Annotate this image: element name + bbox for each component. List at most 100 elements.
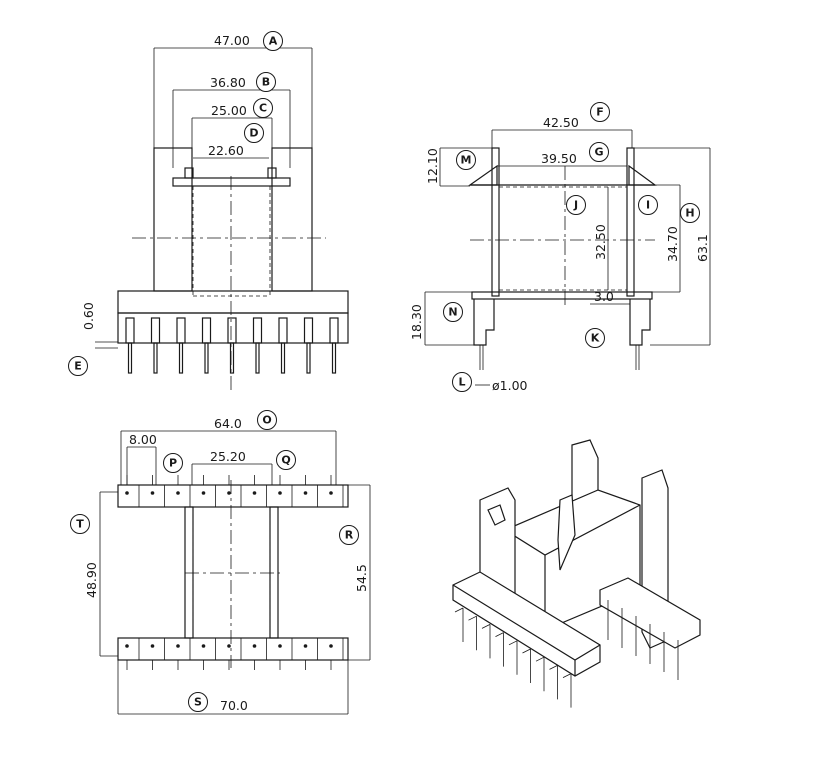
dim-o-value: 64.0 xyxy=(214,416,242,431)
pin-hole xyxy=(176,491,180,495)
dim-t-value: 48.90 xyxy=(84,562,99,598)
callout-circle xyxy=(253,98,273,118)
dim-d-value: 22.60 xyxy=(208,143,244,158)
pin-hole xyxy=(252,644,257,648)
callout-label: A xyxy=(269,35,278,48)
pin-slot xyxy=(303,317,314,344)
callout-label: K xyxy=(591,332,600,345)
dim-a-value: 47.00 xyxy=(214,33,250,48)
bottom-view-pins xyxy=(125,475,344,670)
dim-s-value: 70.0 xyxy=(220,698,248,713)
pin-hole xyxy=(125,491,129,495)
pin-slot xyxy=(201,317,212,344)
pin xyxy=(178,342,184,374)
dim-m-value: 12.10 xyxy=(425,148,440,184)
dim-r-value: 54.5 xyxy=(354,564,369,592)
callout-circle xyxy=(68,356,88,376)
callout-label: N xyxy=(448,306,457,319)
front-view: 47.00 36.80 25.00 22.60 0.60 xyxy=(81,33,349,390)
iso-pin-lead xyxy=(508,640,518,646)
callout-circle xyxy=(452,372,472,392)
callout-circle xyxy=(257,410,277,430)
pin xyxy=(153,342,158,374)
pin xyxy=(306,342,311,374)
iso-pin-lead xyxy=(468,615,477,621)
pin-slot xyxy=(176,317,186,344)
dim-e-value: 0.60 xyxy=(81,302,96,330)
callout-label: R xyxy=(345,529,354,542)
callout-label: I xyxy=(646,199,650,212)
pin xyxy=(204,342,209,374)
iso-pin-lead xyxy=(481,624,491,629)
callout-label: O xyxy=(262,414,271,427)
dim-i-value: 34.70 xyxy=(665,226,680,262)
callout-circle xyxy=(339,525,359,545)
isometric-pins xyxy=(454,600,679,708)
callout-circle xyxy=(585,328,605,348)
callout-label: P xyxy=(169,457,177,470)
pin-hole xyxy=(150,491,155,495)
dim-p-value: 8.00 xyxy=(129,432,157,447)
pin-slot xyxy=(227,317,237,344)
iso-pin-lead xyxy=(522,648,531,654)
pin xyxy=(255,342,260,374)
pin-hole xyxy=(125,644,129,648)
callout-label: C xyxy=(259,102,267,115)
pin-hole xyxy=(303,644,308,648)
pin-hole xyxy=(227,644,231,648)
pin xyxy=(229,342,235,374)
pin-hole xyxy=(278,491,282,495)
callout-label: Q xyxy=(281,454,290,467)
dim-h-value: 63.1 xyxy=(695,234,710,262)
callout-label: L xyxy=(458,376,465,389)
iso-pin-lead xyxy=(535,656,545,662)
dim-n-value: 18.30 xyxy=(409,304,424,340)
pin-hole xyxy=(201,491,206,495)
callout-circle xyxy=(443,302,463,322)
callout-circle xyxy=(256,72,276,92)
dim-q-value: 25.20 xyxy=(210,449,246,464)
callout-circle xyxy=(590,102,610,122)
pin-slot xyxy=(125,317,135,344)
pin-slot xyxy=(252,317,263,344)
callout-label: D xyxy=(249,127,258,140)
callout-circle xyxy=(188,692,208,712)
callout-circle xyxy=(244,123,264,143)
callout-label: H xyxy=(685,207,694,220)
pin-slot xyxy=(278,317,288,344)
dim-l-value: ø1.00 xyxy=(492,378,528,393)
pin-hole xyxy=(329,644,333,648)
side-view: 42.50 39.50 12.10 32.50 34.70 63.1 18.30… xyxy=(409,115,711,393)
callout-circle xyxy=(276,450,296,470)
callout-label: E xyxy=(74,360,82,373)
front-view-pins xyxy=(125,317,339,374)
pin-hole xyxy=(252,491,257,495)
dim-g-value: 39.50 xyxy=(541,151,577,166)
callout-label: T xyxy=(76,518,84,531)
callout-label: M xyxy=(461,154,472,167)
pin-hole xyxy=(303,491,308,495)
pin xyxy=(127,342,133,374)
dim-b-value: 36.80 xyxy=(210,75,246,90)
pin-hole xyxy=(176,644,180,648)
callout-label: S xyxy=(194,696,202,709)
callout-circle xyxy=(566,195,586,215)
dim-f-value: 42.50 xyxy=(543,115,579,130)
callout-circle xyxy=(638,195,658,215)
pin xyxy=(280,342,286,374)
callout-circle xyxy=(163,453,183,473)
pin-hole xyxy=(227,491,231,495)
pin-hole xyxy=(329,491,333,495)
iso-pin-lead xyxy=(454,607,464,613)
iso-pin-lead xyxy=(495,632,504,637)
callout-circle xyxy=(680,203,700,223)
callout-circle xyxy=(70,514,90,534)
callout-label: J xyxy=(573,199,578,212)
pin-hole xyxy=(150,644,155,648)
pin-hole xyxy=(278,644,282,648)
callout-label: F xyxy=(596,106,604,119)
pin-slot xyxy=(329,317,339,344)
iso-pin-lead xyxy=(549,665,558,670)
